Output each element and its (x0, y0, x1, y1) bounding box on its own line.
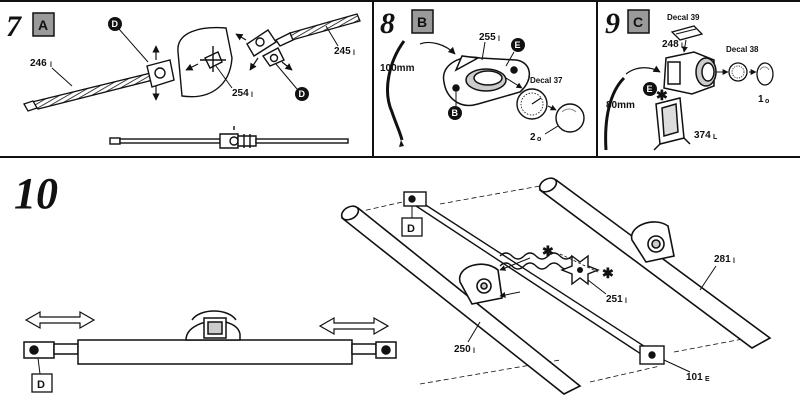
glue-star-icon: ✱ (542, 243, 554, 259)
part-label-245: 245 (334, 46, 351, 57)
step-9-badge (627, 9, 650, 34)
step-7-letter: A (38, 17, 48, 33)
callout-d-label: D (112, 19, 119, 29)
step-8-badge (411, 9, 434, 34)
gauge-housing (442, 55, 530, 107)
part-label-251: 251 (606, 294, 623, 305)
step-9-letter: C (633, 14, 643, 30)
double-arrow-left (24, 310, 96, 330)
gauge-cable (604, 76, 626, 151)
glue-star-icon: ✱ (602, 265, 614, 281)
part-suffix-1: o (765, 98, 769, 105)
gauge-housing (663, 51, 717, 95)
step-8-letter: B (417, 14, 427, 30)
step-7-panel: 7 A (6, 10, 361, 149)
part-label-101: 101 (686, 372, 703, 383)
callout-b-label: B (452, 108, 459, 118)
step-7-badge (32, 12, 55, 37)
part-suffix-101: E (705, 376, 710, 383)
callout-box-d (31, 373, 53, 393)
step-10-panel: 10 D (14, 169, 772, 395)
callout-e-marker (511, 38, 525, 52)
callout-box-d-label: D (407, 223, 415, 235)
callout-d-marker (108, 17, 122, 31)
panel-dividers (0, 0, 800, 158)
part-label-254: 254 (232, 88, 249, 99)
step-8-panel: 8 B 100mm 255 l E B Decal 37 (380, 7, 585, 147)
decal-39-label: Decal 39 (667, 13, 700, 22)
assembly-arrows (499, 257, 531, 298)
callout-e-label: E (647, 84, 653, 94)
cable-length-label: 80mm (606, 100, 635, 111)
part-label-281: 281 (714, 254, 731, 265)
part-label-2: 2 (530, 132, 536, 143)
part-label-255: 255 (479, 32, 496, 43)
callout-b-marker (448, 106, 462, 120)
part-label-250: 250 (454, 344, 471, 355)
step-7-callouts: D D (108, 17, 309, 101)
part-suffix-374: L (713, 134, 718, 141)
callout-e-marker (643, 82, 657, 96)
step-9-panel: 9 C Decal 39 80mm 248 l Decal 38 1 o (604, 7, 774, 151)
part-suffix-248: l (681, 43, 683, 50)
part-suffix-251: l (625, 298, 627, 305)
speedo-cable (386, 40, 406, 141)
step-9-number: 9 (605, 7, 620, 40)
part-suffix-250: l (473, 348, 475, 355)
part-label-1: 1 (758, 94, 764, 105)
step-8-number: 8 (380, 7, 395, 40)
cable-length-label: 100mm (380, 63, 415, 74)
part-suffix-254: l (251, 92, 253, 99)
callout-d-marker (295, 87, 309, 101)
part-suffix-281: l (733, 258, 735, 265)
glue-star-icon: ✱ (656, 87, 668, 103)
part-suffix-2: o (537, 136, 541, 143)
decal-38-label: Decal 38 (726, 45, 759, 54)
assembled-shaft-view (109, 126, 349, 149)
part-suffix-245: l (353, 50, 355, 57)
part-suffix-246: l (50, 62, 52, 69)
decal-39-strip (670, 25, 704, 41)
part-label-374: 374 (694, 130, 711, 141)
callout-e-label: E (515, 40, 521, 50)
speedo-dial-decal (516, 88, 548, 120)
callout-box-d-label: D (37, 379, 45, 391)
gauge-dial-decal (728, 62, 748, 82)
part-suffix-255: l (498, 36, 500, 43)
axle-assembly (23, 310, 397, 365)
double-arrow-right (318, 316, 390, 336)
gauge-glass (756, 62, 774, 86)
dial-glass (555, 103, 585, 133)
star-gear-251 (560, 254, 600, 286)
step-7-number: 7 (6, 10, 22, 43)
gauge-bracket (653, 97, 691, 151)
decal-37-label: Decal 37 (530, 76, 563, 85)
tube-250 (340, 205, 582, 395)
part-label-246: 246 (30, 58, 47, 69)
wavy-rod (403, 191, 665, 365)
tube-281 (538, 177, 772, 349)
callout-d-label: D (299, 89, 306, 99)
universal-joint (146, 26, 294, 98)
part-label-248: 248 (662, 39, 679, 50)
motion-arrows (152, 33, 293, 101)
step-10-number: 10 (14, 169, 58, 218)
